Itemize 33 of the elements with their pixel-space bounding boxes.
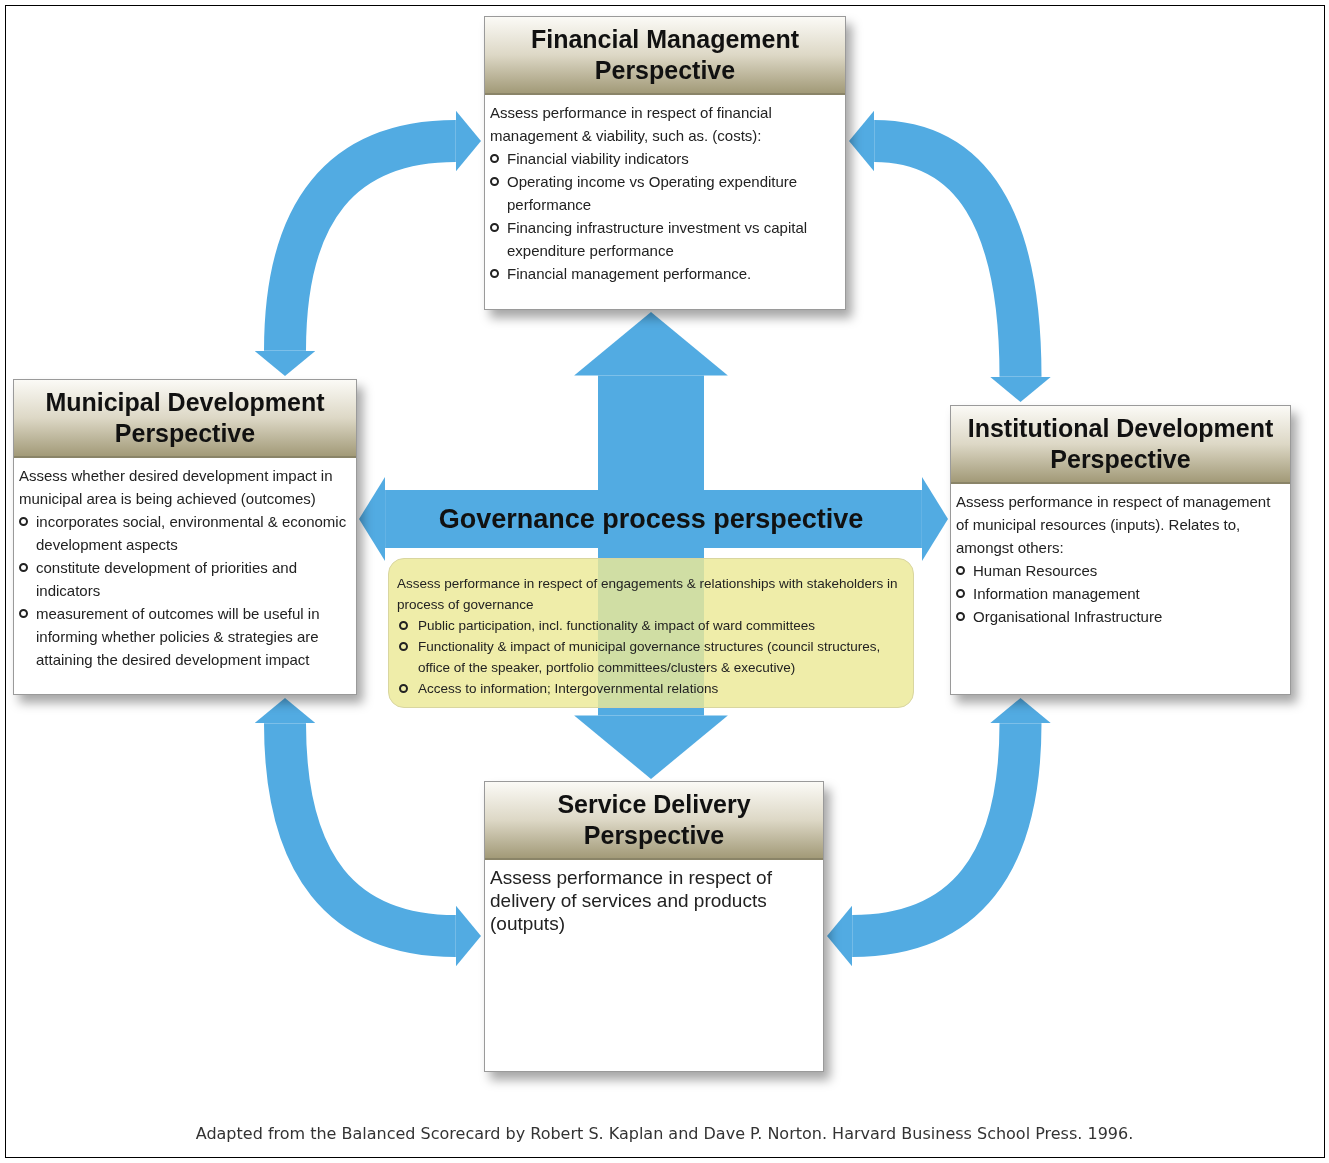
bullet-text: Functionality & impact of municipal governance structures (council structures, office of the speaker, portfolio committees/clusters & executive) bbox=[418, 638, 882, 677]
double-arrow bbox=[254, 110, 481, 376]
bullet-text: Financial management performance. bbox=[507, 264, 752, 284]
perspective-card bbox=[950, 405, 1291, 695]
arrow bbox=[574, 708, 728, 779]
card-title: Financial Management Perspective bbox=[529, 24, 801, 86]
bullet-text: Human Resources bbox=[973, 561, 1098, 581]
perspective-card bbox=[13, 379, 357, 695]
bullet-text: Operating income vs Operating expenditure performance bbox=[507, 172, 799, 215]
perspective-card bbox=[484, 781, 824, 1072]
arrow bbox=[359, 476, 390, 562]
bullet-text: Financial viability indicators bbox=[507, 149, 689, 169]
perspective-title: Governance process perspective bbox=[438, 502, 864, 536]
card-description: Assess performance in respect of management of municipal resources (inputs). Relates to, amongst others: bbox=[956, 492, 1272, 558]
bullet-text: Financing infrastructure investment vs capital expenditure performance bbox=[507, 218, 809, 261]
card-description: Assess whether desired development impact in municipal area is being achieved (outcomes) bbox=[19, 466, 334, 509]
arrow bbox=[912, 476, 948, 562]
card-description: Assess performance in respect of delivery of services and products (outputs) bbox=[490, 866, 773, 935]
card-title: Municipal Development Perspective bbox=[44, 387, 326, 449]
bullet-text: Information management bbox=[973, 584, 1140, 604]
bullet-text: Public participation, incl. functionality & impact of ward committees bbox=[418, 617, 815, 635]
perspective-card bbox=[484, 16, 846, 310]
bullet-text: Organisational Infrastructure bbox=[973, 607, 1163, 627]
bullet-text: Access to information; Intergovernmental relations bbox=[418, 680, 719, 698]
bullet-text: measurement of outcomes will be useful in informing whether policies & strategies are attaining the desired development impact bbox=[36, 604, 321, 670]
panel-description: Assess performance in respect of engagements & relationships with stakeholders in process of governance bbox=[397, 575, 899, 614]
card-title: Service Delivery Perspective bbox=[556, 789, 752, 851]
caption: Adapted from the Balanced Scorecard by Robert S. Kaplan and Dave P. Norton. Harvard Business School Press. 1996. bbox=[195, 1123, 1134, 1145]
double-arrow bbox=[849, 110, 1051, 402]
card-title: Institutional Development Perspective bbox=[966, 413, 1275, 475]
double-arrow bbox=[827, 698, 1051, 967]
card-description: Assess performance in respect of financial management & viability, such as. (costs): bbox=[490, 103, 773, 146]
double-arrow bbox=[254, 698, 481, 967]
